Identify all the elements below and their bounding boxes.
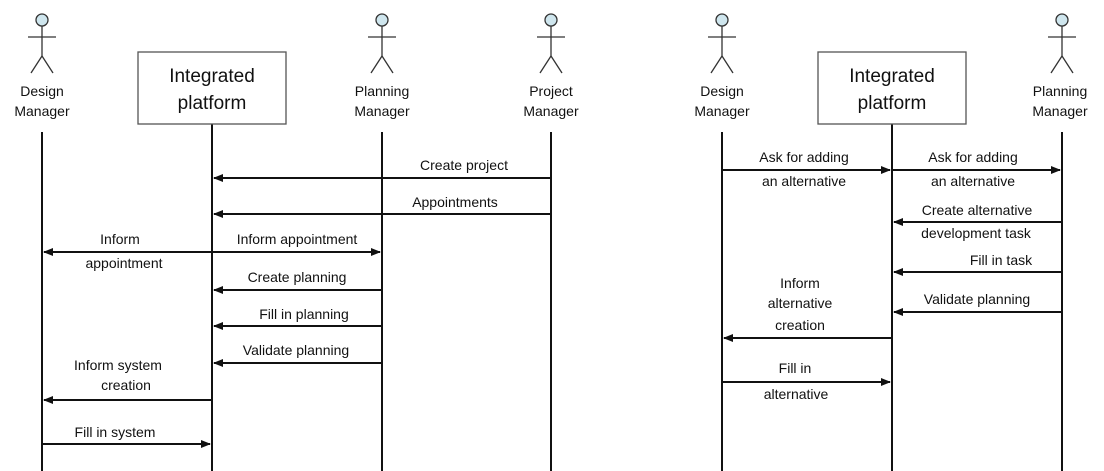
message-fill-in-system: Fill in system — [42, 424, 211, 448]
message-label-line2: alternative — [764, 386, 829, 402]
message-create-alternative-task: Create alternative development task — [893, 202, 1062, 241]
message-label: Inform appointment — [237, 231, 358, 247]
actor-figure-icon — [1048, 13, 1076, 74]
message-label-line1: Ask for adding — [928, 149, 1018, 165]
actor-label-line1: Project — [529, 83, 573, 99]
actor-label-line2: Manager — [14, 103, 70, 119]
actor-figure-icon — [537, 13, 565, 74]
right-sequence-diagram: Design Manager Integrated platform Plann… — [694, 13, 1088, 471]
message-label: Validate planning — [924, 291, 1030, 307]
actor-planning-manager: Planning Manager — [354, 13, 410, 119]
message-label-line1: Inform — [100, 231, 140, 247]
left-sequence-diagram: Design Manager Integrated platform Plann… — [14, 13, 579, 471]
message-label: Create project — [420, 157, 508, 173]
actor-label-line1: Design — [700, 83, 744, 99]
actor-label-line1: Planning — [355, 83, 410, 99]
participant-integrated-platform: Integrated platform — [817, 51, 967, 125]
message-label-line2: development task — [921, 225, 1032, 241]
message-label: Fill in system — [75, 424, 156, 440]
participant-label-line2: platform — [178, 93, 247, 114]
message-ask-for-adding-to-platform: Ask for adding an alternative — [722, 149, 891, 189]
message-label-line2: alternative — [768, 295, 833, 311]
message-label-line2: appointment — [85, 255, 162, 271]
message-appointments: Appointments — [213, 194, 551, 218]
participant-label-line1: Integrated — [169, 66, 255, 87]
actor-label-line2: Manager — [523, 103, 579, 119]
message-label: Fill in task — [970, 252, 1033, 268]
participant-integrated-platform: Integrated platform — [137, 51, 287, 125]
message-label-line1: Fill in — [779, 360, 812, 376]
actor-label-line2: Manager — [354, 103, 410, 119]
message-label: Fill in planning — [259, 306, 349, 322]
message-label-line2: an alternative — [931, 173, 1015, 189]
actor-figure-icon — [28, 13, 56, 74]
message-fill-in-alternative: Fill in alternative — [722, 360, 891, 402]
actor-label-line1: Design — [20, 83, 64, 99]
message-create-project: Create project — [213, 157, 551, 182]
message-label-line2: an alternative — [762, 173, 846, 189]
actor-planning-manager: Planning Manager — [1032, 13, 1088, 119]
actor-design-manager: Design Manager — [694, 13, 750, 119]
message-label-line1: Ask for adding — [759, 149, 849, 165]
message-label: Appointments — [412, 194, 498, 210]
message-fill-in-task: Fill in task — [893, 252, 1062, 276]
message-validate-planning: Validate planning — [893, 291, 1062, 316]
actor-design-manager: Design Manager — [14, 13, 70, 119]
actor-label-line2: Manager — [1032, 103, 1088, 119]
message-ask-for-adding-to-planning: Ask for adding an alternative — [892, 149, 1061, 189]
actor-label-line1: Planning — [1033, 83, 1088, 99]
actor-figure-icon — [368, 13, 396, 74]
message-label-line1: Create alternative — [922, 202, 1033, 218]
message-label: Create planning — [248, 269, 347, 285]
message-label-line1: Inform — [780, 275, 820, 291]
message-label-line1: Inform system — [74, 357, 162, 373]
message-label-line2: creation — [101, 377, 151, 393]
message-label-line3: creation — [775, 317, 825, 333]
message-validate-planning: Validate planning — [213, 342, 382, 367]
participant-label-line1: Integrated — [849, 66, 935, 87]
message-inform-appointment-to-planning: Inform appointment — [212, 231, 381, 256]
participant-label-line2: platform — [858, 93, 927, 114]
message-inform-alternative-creation: Inform alternative creation — [723, 275, 892, 342]
message-create-planning: Create planning — [213, 269, 382, 294]
message-inform-system-creation: Inform system creation — [43, 357, 212, 404]
actor-project-manager: Project Manager — [523, 13, 579, 119]
message-inform-appointment-to-design: Inform appointment — [43, 231, 212, 271]
message-fill-in-planning: Fill in planning — [213, 306, 382, 330]
message-label: Validate planning — [243, 342, 349, 358]
actor-figure-icon — [708, 13, 736, 74]
actor-label-line2: Manager — [694, 103, 750, 119]
